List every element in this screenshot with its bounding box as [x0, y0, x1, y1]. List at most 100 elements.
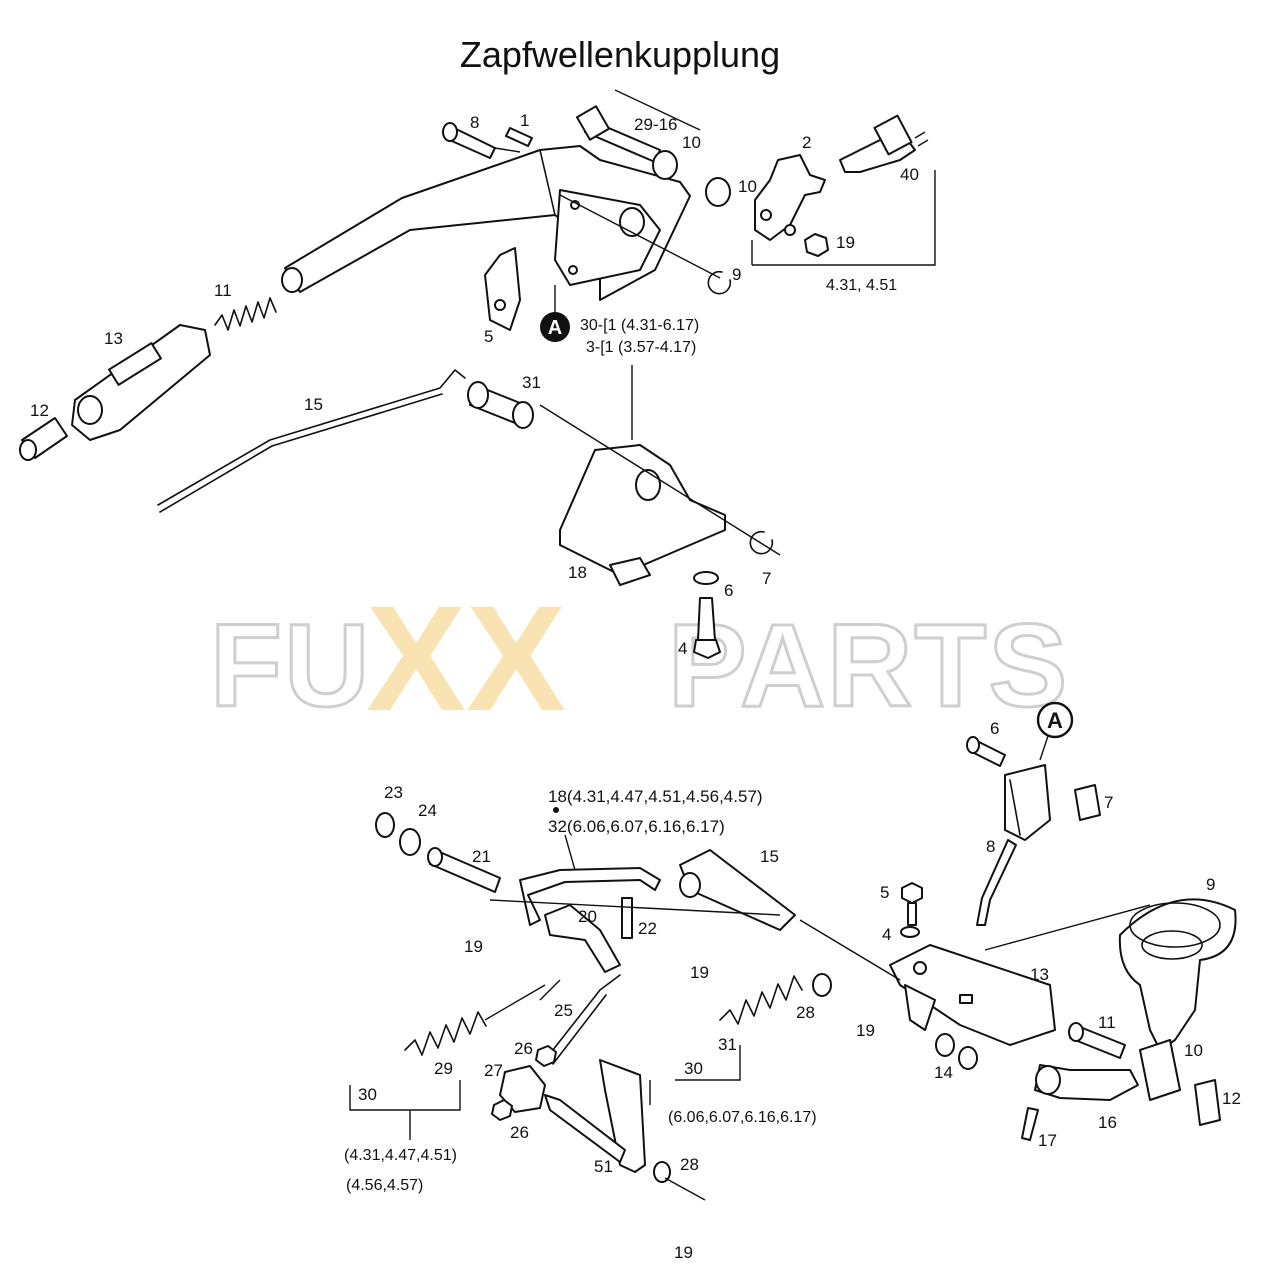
label-variants-2: (4.56,4.57) — [346, 1177, 423, 1194]
label-b19-d: 19 — [674, 1243, 693, 1262]
label-b24: 24 — [418, 801, 437, 820]
part-25-rod — [544, 974, 621, 1061]
part-10-bushing-a — [652, 150, 678, 180]
label-b29: 29 — [434, 1059, 453, 1078]
watermark-left: FU — [210, 600, 371, 732]
part-23-ring — [375, 812, 395, 838]
label-b21: 21 — [472, 847, 491, 866]
part-1-pin — [505, 127, 533, 147]
part-28-washer-b — [653, 1161, 671, 1183]
label-b19-b: 19 — [690, 963, 709, 982]
part-15-rod — [157, 369, 466, 506]
label-9: 9 — [732, 265, 741, 284]
label-1: 1 — [520, 111, 529, 130]
label-b6: 6 — [990, 719, 999, 738]
label-4: 4 — [678, 639, 687, 658]
label-15: 15 — [304, 395, 323, 414]
label-13: 13 — [104, 329, 123, 348]
label-b16: 16 — [1098, 1113, 1117, 1132]
page-title: Zapfwellenkupplung — [459, 34, 781, 75]
watermark-xx: XX — [366, 574, 566, 742]
watermark-right: PARTS — [668, 600, 1069, 732]
part-26-nut-b — [491, 1099, 513, 1121]
part-12-clip — [1194, 1079, 1221, 1126]
part-4-washer — [900, 926, 920, 938]
label-b28-b: 28 — [680, 1155, 699, 1174]
part-18-support — [559, 444, 726, 576]
part-7-clip — [1074, 784, 1101, 821]
part-4-bolt — [697, 597, 716, 641]
label-31: 31 — [522, 373, 541, 392]
label-b30-b: 30 — [684, 1059, 703, 1078]
part-8-rod — [976, 839, 1017, 926]
label-b18-dot — [553, 807, 559, 813]
label-b10: 10 — [1184, 1041, 1203, 1060]
part-19-nut — [804, 233, 829, 257]
label-2: 2 — [802, 133, 811, 152]
part-9-circlip — [707, 270, 732, 295]
label-10-a: 10 — [682, 133, 701, 152]
part-5-plate — [484, 247, 521, 331]
lever-tube-end — [281, 267, 303, 293]
label-b32-variant: 32(6.06,6.07,6.16,6.17) — [548, 817, 725, 836]
label-b13: 13 — [1030, 965, 1049, 984]
lower-assembly — [349, 736, 1237, 1201]
label-10-b: 10 — [738, 177, 757, 196]
part-10-bushing-b — [705, 177, 731, 207]
part-14-bushing-a — [935, 1033, 955, 1057]
label-6: 6 — [724, 581, 733, 600]
label-b23: 23 — [384, 783, 403, 802]
label-b22: 22 — [638, 919, 657, 938]
part-7-circlip — [749, 530, 774, 555]
label-variants-3: (6.06,6.07,6.16,6.17) — [668, 1109, 817, 1126]
label-b27: 27 — [484, 1061, 503, 1080]
label-19: 19 — [836, 233, 855, 252]
label-30-variant: 30-[1 (4.31-6.17) — [580, 317, 699, 334]
label-b14: 14 — [934, 1063, 953, 1082]
watermark-logo: FU XX PARTS — [209, 574, 1069, 742]
part-8-fork — [1004, 764, 1051, 841]
label-b9: 9 — [1206, 875, 1215, 894]
part-17-pin — [1021, 1107, 1039, 1141]
label-b28-a: 28 — [796, 1003, 815, 1022]
part-22-pin — [621, 897, 633, 939]
part-18-32-shaft — [519, 867, 661, 926]
upper-assembly — [19, 89, 936, 659]
callout-a-lower-letter: A — [1047, 708, 1063, 733]
label-18: 18 — [568, 563, 587, 582]
part-11-spring — [214, 297, 277, 331]
part-51-lever — [599, 1059, 646, 1173]
label-12: 12 — [30, 401, 49, 420]
part-29-spring — [404, 1011, 487, 1056]
label-431-451: 4.31, 4.51 — [826, 277, 897, 294]
label-b4: 4 — [882, 925, 891, 944]
part-5-bolt-head — [901, 882, 923, 904]
label-b25: 25 — [554, 1001, 573, 1020]
label-b20: 20 — [578, 907, 597, 926]
part-2-bracket — [754, 154, 826, 241]
part-27-block — [499, 1065, 546, 1113]
callout-a-lower: A — [1036, 701, 1074, 761]
label-b15: 15 — [760, 847, 779, 866]
label-b26-a: 26 — [514, 1039, 533, 1058]
bolt-head — [575, 105, 611, 141]
label-variants-1: (4.31,4.47,4.51) — [344, 1147, 457, 1164]
label-11: 11 — [214, 281, 232, 300]
part-9-boot — [1118, 898, 1237, 1051]
label-b19-c: 19 — [856, 1021, 875, 1040]
label-5: 5 — [484, 327, 493, 346]
callout-a-upper: A — [540, 312, 570, 342]
part-16-lever — [1034, 1064, 1139, 1101]
label-b31: 31 — [718, 1035, 737, 1054]
label-b30-a: 30 — [358, 1085, 377, 1104]
label-b19-a: 19 — [464, 937, 483, 956]
label-40: 40 — [900, 165, 919, 184]
label-b11: 11 — [1098, 1013, 1116, 1032]
label-b5: 5 — [880, 883, 889, 902]
label-b12: 12 — [1222, 1089, 1241, 1108]
label-8: 8 — [470, 113, 479, 132]
label-b17: 17 — [1038, 1131, 1057, 1150]
label-b26-b: 26 — [510, 1123, 529, 1142]
